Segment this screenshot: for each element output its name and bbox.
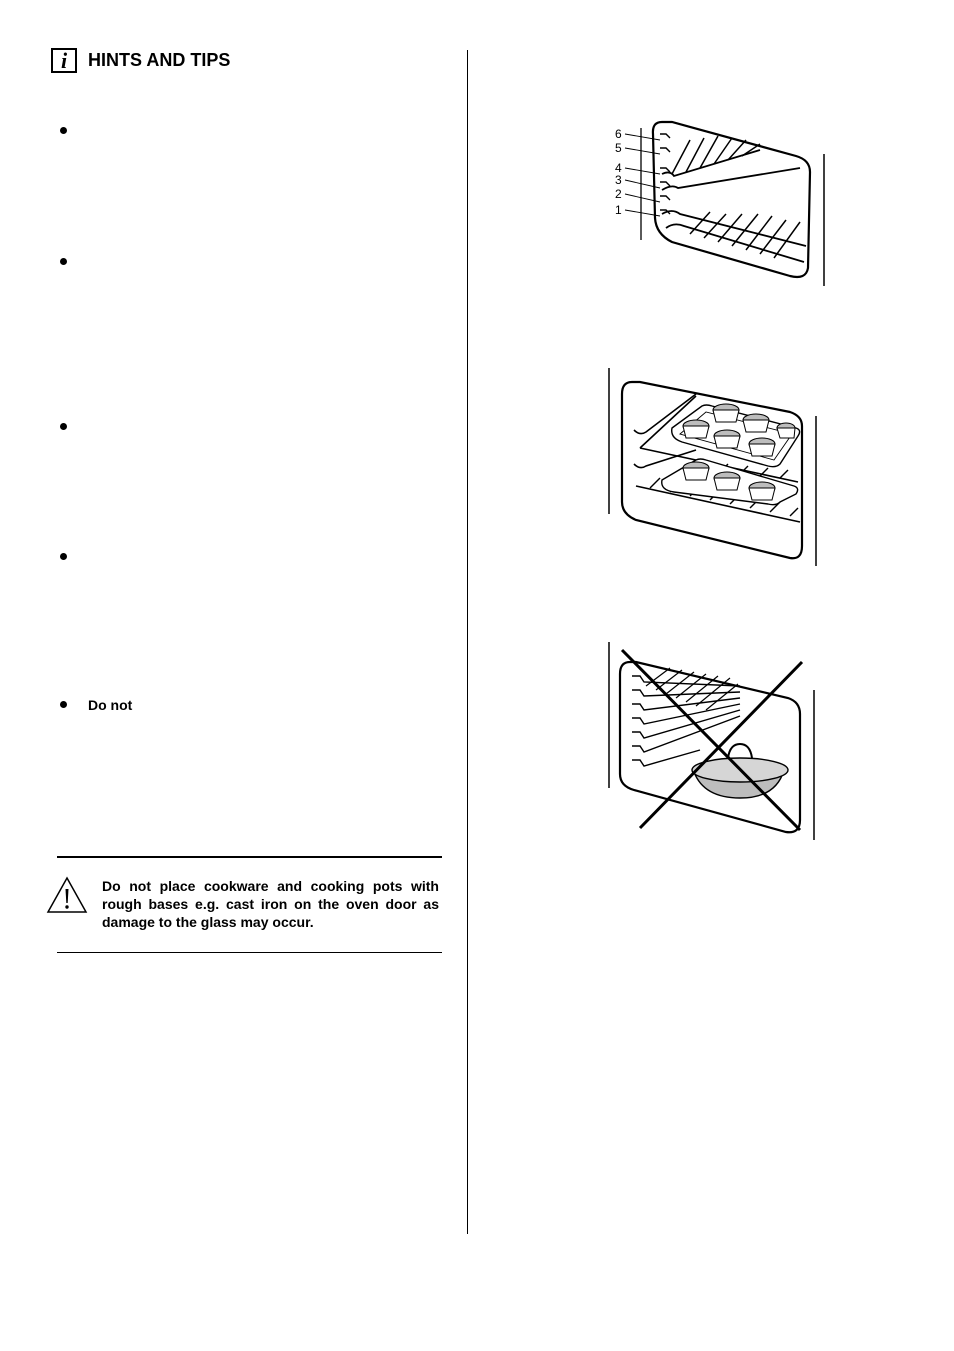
shelf-positions-figure: 6 5 4 3 2 1	[615, 120, 825, 286]
warning-bottom-rule	[57, 952, 442, 953]
bullet-3-marker	[60, 423, 67, 430]
bullet-1-marker	[60, 127, 67, 134]
column-divider	[467, 50, 468, 1234]
shelf-label-3: 3	[615, 173, 622, 187]
bullet-2-marker	[60, 258, 67, 265]
bullet-5-text: Do not	[88, 697, 133, 713]
warning-text: Do not place cookware and cooking pots w…	[102, 878, 439, 930]
section-title: HINTS AND TIPS	[88, 50, 231, 70]
shelf-label-2: 2	[615, 187, 622, 201]
shelf-label-4: 4	[615, 161, 622, 175]
do-not-figure	[608, 642, 815, 840]
bullet-4-marker	[60, 553, 67, 560]
warning-triangle-icon	[46, 876, 88, 913]
warning-top-rule	[57, 856, 442, 858]
baking-trays-figure	[608, 368, 817, 566]
shelf-label-1: 1	[615, 203, 622, 217]
shelf-label-6: 6	[615, 127, 622, 141]
bullet-5-marker	[60, 701, 67, 708]
info-icon: i	[51, 48, 77, 73]
shelf-label-5: 5	[615, 141, 622, 155]
